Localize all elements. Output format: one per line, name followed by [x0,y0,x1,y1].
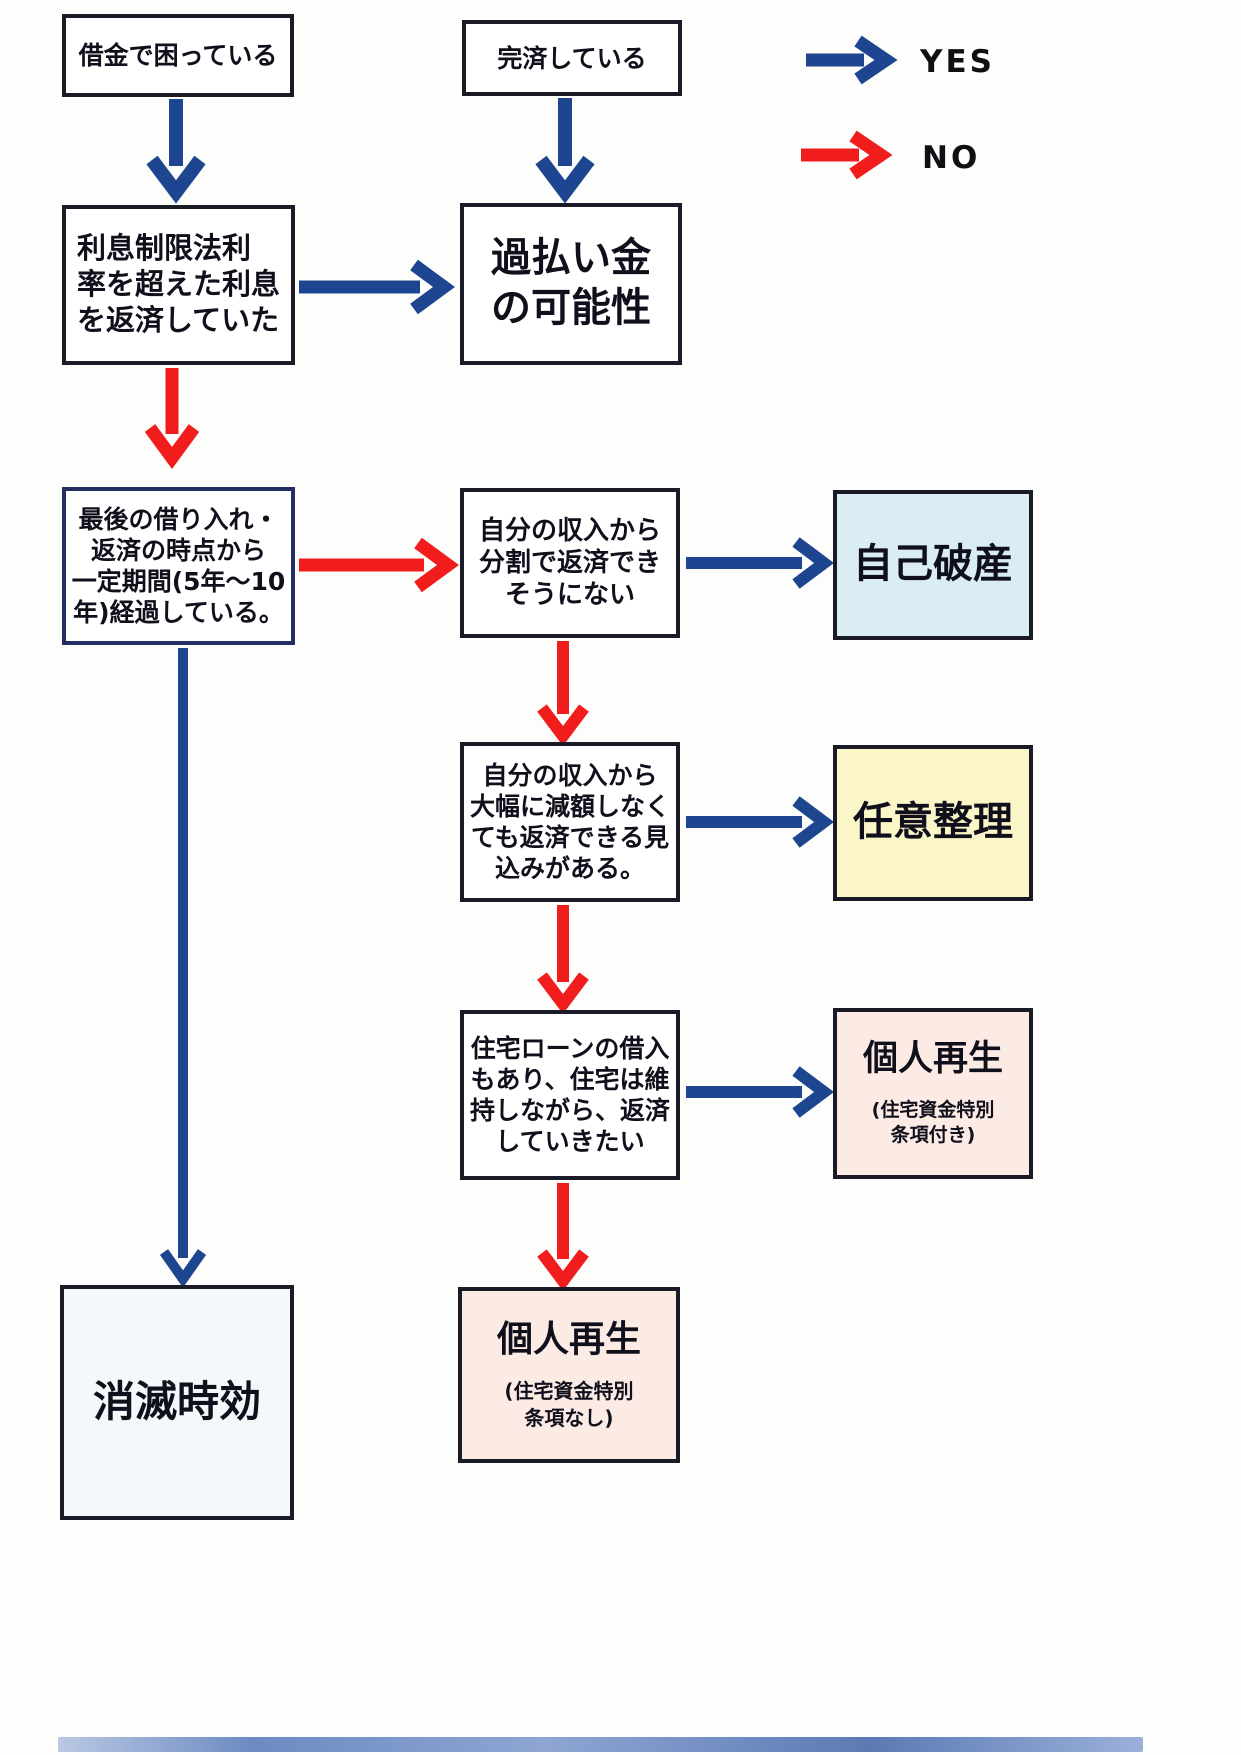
edge-period_elapsed-to-cannot_repay_installments-no-arrow [299,537,459,593]
legend-no-arrow [801,130,893,180]
node-over-interest: 利息制限法利 率を超えた利息 を返済していた [62,205,295,365]
edge-paid_off-to-overpayment-yes-arrow [535,98,595,204]
node-personal-rehab-without-subtitle: (住宅資金特別 条項なし) [504,1379,634,1431]
node-bankruptcy-label: 自己破産 [853,541,1013,588]
node-extinctive-prescription: 消滅時効 [60,1285,294,1520]
edge-keep_house-to-personal_rehab_without-no-arrow [537,1183,589,1291]
node-personal-rehab-without-title: 個人再生 [496,1318,641,1360]
edge-keep_house-to-personal_rehab_with-yes-arrow [686,1066,834,1118]
edge-debt_trouble-to-over_interest-yes-arrow [146,99,206,204]
node-voluntary-liquidation-label: 任意整理 [853,799,1013,846]
node-voluntary-liquidation: 任意整理 [833,745,1033,901]
edge-can_repay_without_reduction-to-voluntary_liquidation-yes-arrow [686,796,834,848]
node-cannot-repay-installments-label: 自分の収入から 分割で返済でき そうにない [478,515,661,611]
node-paid-off-label: 完済している [497,43,647,73]
node-can-repay-without-reduction: 自分の収入から 大幅に減額しなく ても返済できる見 込みがある。 [460,742,680,902]
node-cannot-repay-installments: 自分の収入から 分割で返済でき そうにない [460,488,680,638]
node-period-elapsed: 最後の借り入れ・ 返済の時点から 一定期間(5年〜10 年)経過している。 [62,487,295,645]
node-keep-house: 住宅ローンの借入 もあり、住宅は維 持しながら、返済 していきたい [460,1010,680,1180]
node-keep-house-label: 住宅ローンの借入 もあり、住宅は維 持しながら、返済 していきたい [469,1034,670,1156]
edge-over_interest-to-period_elapsed-no-arrow [144,368,200,469]
legend-yes-arrow [806,35,898,85]
scan-artifact-strip [58,1737,1143,1752]
node-personal-rehab-with-title: 個人再生 [862,1038,1003,1079]
edge-over_interest-to-overpayment-yes-arrow [299,259,455,315]
node-bankruptcy: 自己破産 [833,490,1033,640]
node-personal-rehab-without: 個人再生 (住宅資金特別 条項なし) [458,1287,680,1463]
edge-period_elapsed-to-extinctive_prescription-yes-arrow [159,648,207,1288]
node-personal-rehab-with-subtitle: (住宅資金特別 条項付き) [871,1098,995,1147]
node-extinctive-prescription-label: 消滅時効 [92,1377,261,1427]
legend-yes-label: YES [920,44,995,80]
edge-cannot_repay_installments-to-can_repay_without_reduction-no-arrow [537,641,589,746]
node-overpayment-label: 過払い金 の可能性 [491,235,651,331]
node-can-repay-without-reduction-label: 自分の収入から 大幅に減額しなく ても返済できる見 込みがある。 [469,761,670,883]
node-over-interest-label: 利息制限法利 率を超えた利息 を返済していた [76,231,280,337]
edge-cannot_repay_installments-to-bankruptcy-yes-arrow [686,537,834,589]
node-paid-off: 完済している [462,20,682,96]
node-debt-trouble-label: 借金で困っている [78,41,278,70]
node-period-elapsed-label: 最後の借り入れ・ 返済の時点から 一定期間(5年〜10 年)経過している。 [71,505,286,627]
node-overpayment: 過払い金 の可能性 [460,203,682,365]
edge-can_repay_without_reduction-to-keep_house-no-arrow [537,905,589,1014]
node-personal-rehab-with: 個人再生 (住宅資金特別 条項付き) [833,1008,1033,1179]
node-debt-trouble: 借金で困っている [62,14,294,97]
legend-no-label: NO [922,140,981,176]
